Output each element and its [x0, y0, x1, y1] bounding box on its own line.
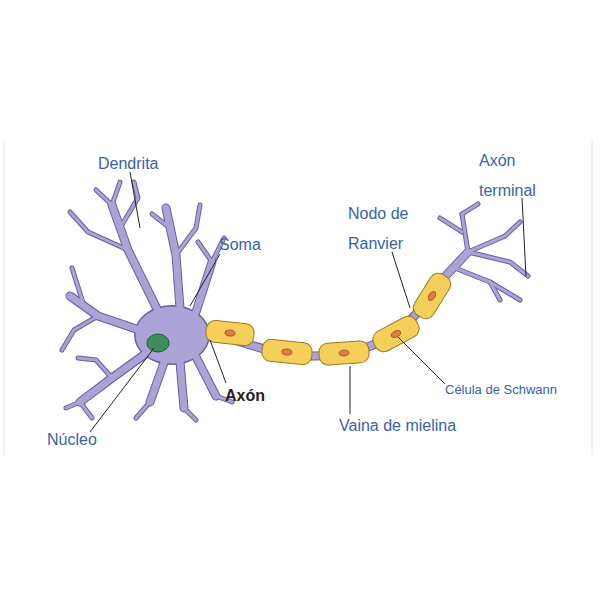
- nucleus: [147, 334, 169, 352]
- axon-label: Axón: [225, 381, 305, 411]
- ranvier-node-label: Nodo de Ranvier: [348, 199, 428, 259]
- frame-line: [4, 140, 5, 455]
- frame-line: [592, 140, 593, 455]
- myelin-label: Vaina de mielina: [339, 411, 519, 441]
- nucleus-label: Núcleo: [47, 425, 137, 455]
- schwann-cell-label: Célula de Schwann: [445, 375, 600, 405]
- axon-terminal-label: Axón terminal: [479, 146, 559, 206]
- myelin-sheath: [205, 270, 454, 366]
- soma-label: Soma: [219, 230, 299, 260]
- dendrite-label: Dendrita: [98, 149, 218, 179]
